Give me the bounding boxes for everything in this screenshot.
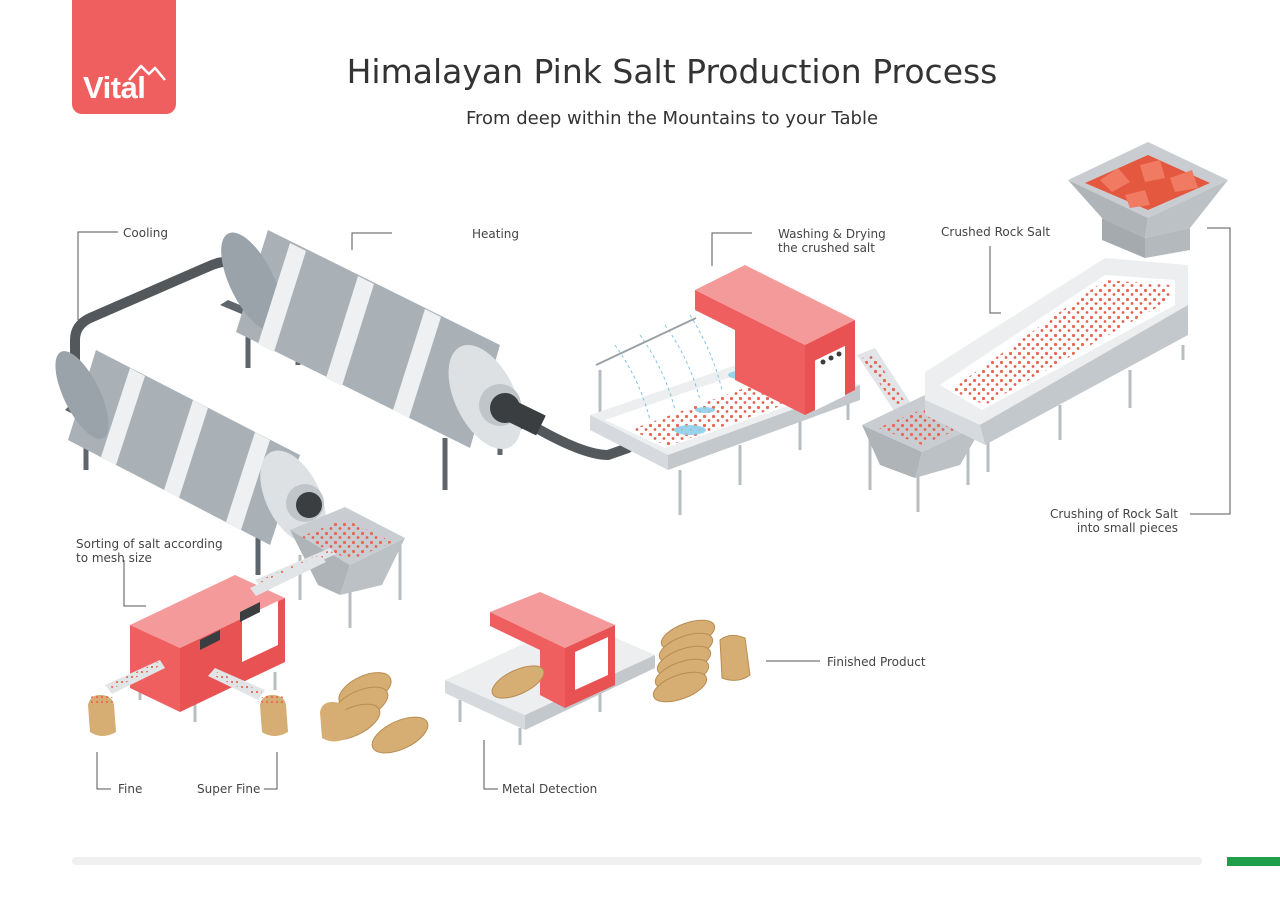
- metal-detector: [445, 592, 655, 745]
- label-finished-product: Finished Product: [827, 655, 926, 669]
- vital-logo: Vital: [72, 0, 176, 114]
- label-metal-detection: Metal Detection: [502, 782, 598, 796]
- label-sorting-line1: Sorting of salt according: [76, 537, 223, 551]
- label-heating: Heating: [472, 227, 520, 241]
- label-super-fine: Super Fine: [197, 782, 261, 796]
- page-title: Himalayan Pink Salt Production Process: [346, 52, 998, 91]
- crushing-conveyor: [925, 142, 1228, 472]
- label-washing: Washing & Drying the crushed salt: [778, 227, 886, 255]
- mountain-icon: [128, 64, 166, 81]
- leader-crushing: [1190, 227, 1231, 515]
- footer-bar: [72, 857, 1202, 865]
- leader-superfine: [264, 752, 278, 790]
- label-washing-line2: the crushed salt: [778, 241, 875, 255]
- label-crushing: Crushing of Rock Salt into small pieces: [1040, 507, 1178, 535]
- leader-washing: [711, 232, 752, 266]
- leader-lines: [77, 227, 1231, 790]
- leader-fine: [96, 752, 111, 790]
- washing-station: [590, 265, 860, 515]
- leader-crushed: [989, 246, 1001, 314]
- leader-sorting: [123, 560, 146, 607]
- sorting-machine: [105, 555, 326, 722]
- label-crushed-rock-salt: Crushed Rock Salt: [941, 225, 1051, 239]
- cooling-drum: [55, 350, 326, 575]
- label-washing-line1: Washing & Drying: [778, 227, 886, 241]
- leader-cooling: [77, 231, 118, 320]
- label-crushing-line2: into small pieces: [1076, 521, 1178, 535]
- finished-sacks: [652, 619, 751, 703]
- label-cooling: Cooling: [123, 226, 168, 240]
- label-sorting-line2: to mesh size: [76, 551, 152, 565]
- label-crushing-line1: Crushing of Rock Salt: [1049, 507, 1178, 521]
- leader-metal: [483, 740, 498, 790]
- pipe-heating: [535, 425, 633, 461]
- label-fine: Fine: [118, 782, 143, 796]
- leader-heating: [351, 232, 392, 250]
- sacks-sorting: [88, 672, 429, 754]
- heating-drum: [220, 230, 546, 490]
- logo-text: Vital: [83, 70, 146, 105]
- page-subtitle: From deep within the Mountains to your T…: [465, 108, 879, 129]
- footer-accent: [1227, 857, 1280, 866]
- label-sorting: Sorting of salt according to mesh size: [76, 537, 223, 565]
